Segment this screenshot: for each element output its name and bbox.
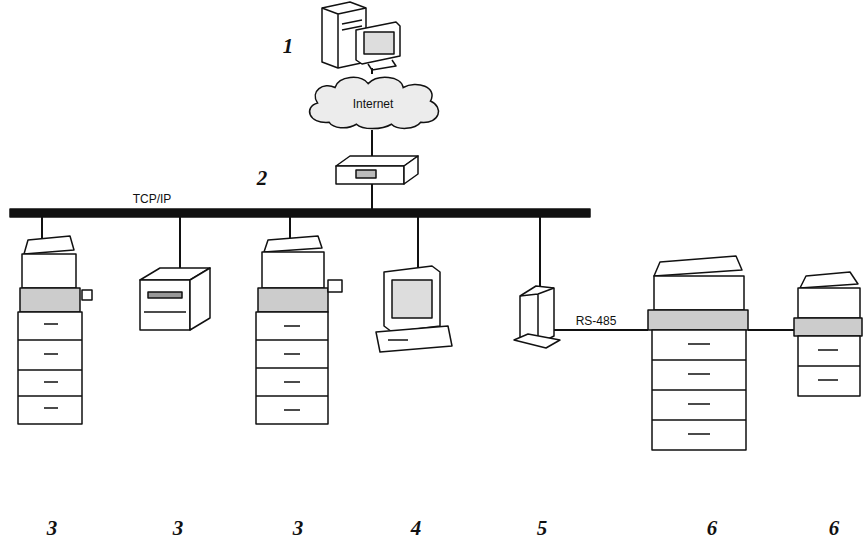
callout-number: 6 bbox=[829, 516, 840, 541]
router bbox=[336, 156, 418, 184]
callout-number: 2 bbox=[257, 166, 268, 191]
bus-name: TCP/IP bbox=[131, 192, 174, 206]
copier bbox=[648, 256, 748, 450]
cloud-label: Internet bbox=[300, 97, 446, 111]
personal-computer bbox=[376, 266, 452, 352]
server-computer bbox=[322, 2, 400, 70]
callout-number: 3 bbox=[173, 516, 184, 541]
copier bbox=[18, 236, 92, 424]
signal-name: RS-485 bbox=[574, 314, 619, 328]
printer bbox=[140, 268, 210, 330]
callout-number: 3 bbox=[293, 516, 304, 541]
copier bbox=[256, 236, 342, 424]
callout-number: 1 bbox=[283, 34, 294, 59]
interface-unit bbox=[514, 286, 560, 348]
callout-number: 3 bbox=[47, 516, 58, 541]
callout-number: 6 bbox=[707, 516, 718, 541]
callout-number: 4 bbox=[411, 516, 422, 541]
callout-number: 5 bbox=[537, 516, 548, 541]
tcpip-bus bbox=[10, 209, 590, 217]
internet-cloud: Internet bbox=[300, 72, 446, 132]
copier bbox=[794, 272, 862, 396]
